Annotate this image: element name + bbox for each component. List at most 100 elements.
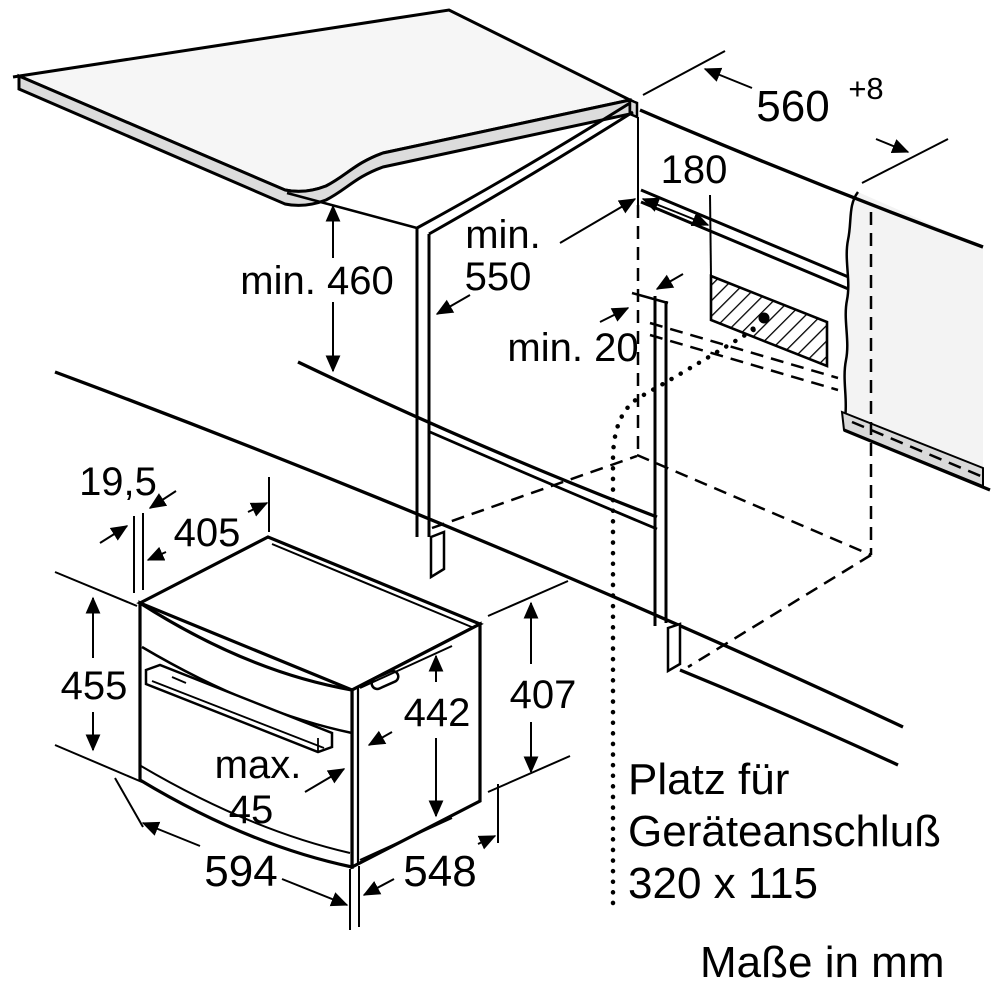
dim-appliance-width: [114, 777, 360, 930]
hidden-rail-edge-lower: [649, 333, 839, 392]
connection-area: [709, 274, 829, 368]
worktop: [12, 8, 639, 207]
handle-bar: [144, 663, 334, 754]
label-appliance-height: 455: [61, 664, 128, 708]
dim-560-ext-left: [642, 50, 726, 96]
dim-594-ext-right: [349, 866, 360, 930]
dim-455-ext-bottom: [54, 744, 143, 783]
dim-front-frame: [99, 490, 177, 593]
connection-dotted-path: [610, 326, 758, 906]
label-niche-depth-1: min.: [465, 213, 541, 257]
cabinet-floor-lines: [54, 370, 904, 767]
right-panel-front-edge: [653, 296, 668, 626]
label-appliance-width: 594: [204, 847, 277, 896]
wall-face: [844, 192, 983, 472]
dim-195-ext-lines: [133, 513, 144, 593]
dim-niche-depth: [435, 198, 637, 315]
niche-cabinet: [286, 101, 859, 674]
label-rear-height: 407: [510, 673, 577, 717]
worktop-underside-edge: [286, 191, 418, 230]
floor-front-edge: [54, 370, 904, 729]
oven: [136, 535, 484, 870]
top-rear-rail: [640, 188, 859, 295]
worktop-top-face: [12, 8, 635, 193]
hidden-rail-edge-upper: [649, 321, 839, 380]
wall-skirt-bottom-line: [843, 428, 991, 492]
handle-left-bracket: [171, 676, 187, 684]
dim-560-line-right: [875, 138, 910, 154]
label-niche-depth-2: 550: [465, 255, 532, 299]
niche-shelf-bottom-edge: [429, 430, 658, 531]
label-body-depth: 548: [403, 847, 476, 896]
left-panel-top-edge: [416, 101, 634, 236]
handle-inner-line: [151, 680, 325, 749]
wall-skirt-hidden-line: [851, 420, 984, 479]
dim-548-line-left: [362, 878, 395, 896]
dim-20-line-left: [599, 307, 630, 323]
dim-180-line-left: [641, 197, 677, 213]
dim-594-line-left: [141, 821, 201, 847]
connection-note-line2: Geräteanschluß: [628, 807, 941, 856]
connection-hatch: [709, 274, 829, 368]
dim-180-line-right: [675, 211, 710, 227]
dim-195-arrow-right: [148, 490, 177, 509]
dim-appliance-height: [54, 571, 143, 783]
connection-note-line1: Platz für: [628, 755, 789, 804]
wall-section: [639, 108, 991, 492]
dim-560-line-left: [703, 67, 753, 89]
label-front-frame: 19,5: [79, 460, 157, 504]
label-niche-width-tolerance: +8: [848, 71, 883, 106]
notes: Platz für Geräteanschluß 320 x 115 Maße …: [628, 755, 944, 987]
wall-break-edge: [843, 191, 860, 419]
dim-405-line-left: [146, 546, 167, 561]
dim-548-line-right: [477, 835, 497, 850]
left-panel-front-edge: [415, 228, 431, 537]
dim-45-arrow-down: [367, 730, 393, 746]
dim-handle-clearance: [304, 730, 393, 793]
dim-405-line-right: [247, 502, 269, 517]
dim-442-ext-bottom: [359, 817, 453, 861]
oven-handle: [144, 663, 334, 754]
dim-180-ext: [709, 194, 712, 278]
dim-594-ext-left: [114, 777, 144, 828]
hidden-bottom-depth-edge: [687, 553, 872, 669]
oven-door-bottom-inner-line: [140, 765, 351, 854]
left-panel-foot: [429, 530, 446, 580]
dim-connection-offset: [641, 194, 712, 278]
dim-45-arrow-up: [304, 768, 346, 793]
label-top-depth: 405: [174, 511, 241, 555]
dim-body-height: [359, 645, 453, 861]
wall-top-edge: [639, 108, 984, 249]
floor-bottom-edge: [679, 668, 899, 767]
hidden-bottom-width-edge: [636, 453, 872, 557]
dimension-annotations: [54, 50, 949, 930]
oven-top-rear-inner-edge: [271, 543, 475, 629]
dim-407-ext-bottom: [487, 755, 571, 793]
side-grip-recess: [370, 669, 400, 691]
units-note: Maße in mm: [700, 938, 944, 987]
dim-442-ext-top: [359, 645, 453, 689]
dim-594-line-right: [281, 878, 349, 907]
dim-560-ext-right: [861, 138, 949, 184]
connection-note-line3: 320 x 115: [628, 859, 818, 908]
dim-550-line-lower: [435, 294, 471, 315]
label-worktop-clearance: min. 460: [240, 259, 393, 303]
label-connection-offset: 180: [661, 148, 728, 192]
dim-20-line-right: [655, 273, 684, 290]
dim-top-depth: [146, 477, 270, 561]
oven-front-face: [138, 600, 354, 869]
dim-body-depth: [362, 784, 499, 896]
dim-195-arrow-left: [99, 525, 129, 544]
label-handle-clearance-1: max.: [215, 743, 302, 787]
label-niche-width: 560: [756, 82, 829, 131]
niche-shelf-top-edge: [297, 360, 658, 519]
right-panel-foot: [666, 622, 682, 674]
dim-550-line-upper: [559, 198, 637, 244]
dim-rear-gap: [599, 273, 684, 323]
niche-back-bottom-left: [431, 454, 638, 530]
dim-407-ext-top: [487, 580, 569, 617]
dim-455-ext-top: [54, 571, 138, 607]
label-body-height: 442: [404, 691, 471, 735]
dim-niche-width: [642, 50, 949, 184]
